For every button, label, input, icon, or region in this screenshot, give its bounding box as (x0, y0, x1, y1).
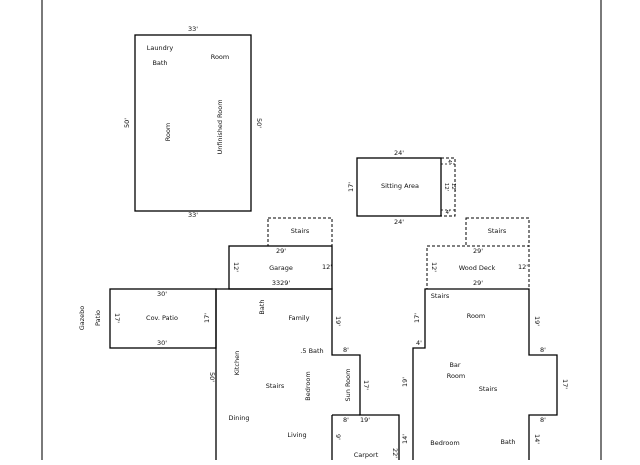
left-stairs-outline (267, 217, 333, 247)
right-dim-19-right: 19' (533, 316, 541, 326)
deck-right-dim: 12' (518, 263, 528, 271)
right-dim-4: 4' (416, 339, 422, 347)
upper-bottom-dim: 33' (188, 211, 198, 219)
family-label: Family (289, 314, 310, 322)
left-house-outline (215, 288, 400, 460)
upper-laundry-label: Laundry (147, 44, 174, 52)
sitting-top-dim: 24' (394, 149, 404, 157)
sitting-bottom-dim: 24' (394, 218, 404, 226)
bar-label: Bar (449, 361, 460, 369)
right-stairs-inner-label: Stairs (431, 292, 450, 300)
right-dim-14-left: 14' (401, 434, 409, 444)
right-stairs-mid-label: Stairs (479, 385, 498, 393)
left-stairs-label: Stairs (291, 227, 310, 235)
upper-right-dim: 50' (255, 118, 263, 128)
left-stairs-inner-label: Stairs (266, 382, 285, 390)
upper-room-label: Room (211, 53, 230, 61)
wood-deck-label: Wood Deck (459, 264, 496, 272)
cov-patio-top-dim: 30' (157, 290, 167, 298)
garage-left-dim: 12' (232, 262, 240, 272)
garage-bottom-dim: 3329' (272, 279, 291, 287)
sun-room-dim-17: 17' (362, 380, 370, 390)
upper-room-vertical-label: Room (164, 123, 172, 142)
garage-top-dim: 29' (276, 247, 286, 255)
cov-patio-bottom-dim: 30' (157, 339, 167, 347)
upper-bath-label: Bath (152, 59, 167, 67)
patio-label: Patio (94, 310, 102, 326)
half-bath-label: .5 Bath (300, 347, 323, 355)
right-dim-17-right: 17' (561, 379, 569, 389)
left-bath-label: Bath (258, 299, 266, 314)
cov-patio-left-dim: 17' (113, 313, 121, 323)
upper-top-dim: 33' (188, 25, 198, 33)
balcony-dim-mid-right: 12' (450, 183, 456, 192)
right-dim-14-right: 14' (533, 434, 541, 444)
right-stairs-label: Stairs (488, 227, 507, 235)
right-dim-8-upper: 8' (540, 346, 546, 354)
sitting-area-balcony (440, 157, 456, 217)
upper-floor-outline (134, 34, 252, 212)
right-bath-label: Bath (500, 438, 515, 446)
carport-dim-22: 22' (391, 448, 399, 458)
left-dim-8-upper: 8' (343, 346, 349, 354)
right-dim-19-left: 19' (401, 377, 409, 387)
balcony-dim-top: 4' (446, 159, 452, 164)
carport-dim-19: 19' (360, 416, 370, 424)
garage-label: Garage (269, 264, 293, 272)
cov-patio-right-dim: 17' (203, 313, 211, 323)
deck-bottom-dim: 29' (473, 279, 483, 287)
left-bedroom-label: Bedroom (304, 371, 312, 400)
living-label: Living (287, 431, 306, 439)
left-dim-19-right: 19' (334, 316, 342, 326)
sun-room-label: Sun Room (344, 369, 352, 402)
right-house-outline (412, 288, 558, 460)
deck-left-dim: 12' (430, 262, 438, 272)
kitchen-label: Kitchen (233, 351, 241, 375)
deck-top-dim: 29' (473, 247, 483, 255)
balcony-dim-bottom: 4' (445, 210, 450, 216)
left-dim-8-lower: 8' (343, 416, 349, 424)
dining-label: Dining (229, 414, 250, 422)
upper-left-dim: 50' (123, 118, 131, 128)
right-dim-8-lower: 8' (540, 416, 546, 424)
carport-dim-9: 9' (334, 434, 342, 440)
gazebo-label: Gazebo (78, 306, 86, 331)
sitting-area-label: Sitting Area (381, 182, 419, 190)
left-dim-50: 50' (208, 372, 216, 382)
garage-right-dim: 12' (322, 263, 332, 271)
cov-patio-label: Cov. Patio (146, 314, 178, 322)
right-bedroom-label: Bedroom (430, 439, 459, 447)
unfinished-room-label: Unfinished Room (216, 99, 224, 154)
balcony-dim-mid: 12' (443, 183, 449, 192)
right-room-label: Room (467, 312, 486, 320)
carport-label: Carport (354, 451, 379, 459)
right-dim-17-left: 17' (413, 313, 421, 323)
right-room2-label: Room (447, 372, 466, 380)
sitting-left-dim: 17' (347, 182, 355, 192)
